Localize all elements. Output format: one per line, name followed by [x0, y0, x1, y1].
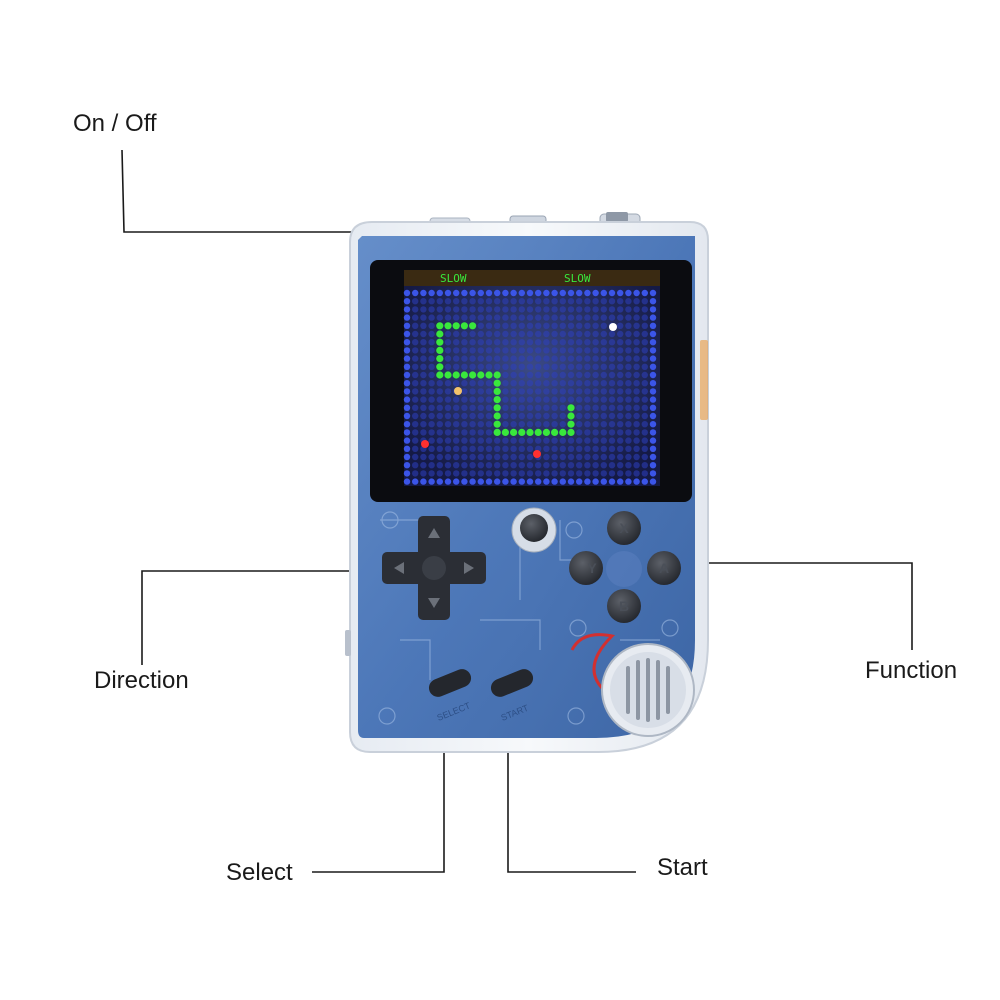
screen-status-bar — [404, 270, 660, 286]
callout-select: Select — [226, 859, 293, 886]
speed-label-right: SLOW — [564, 272, 591, 285]
callout-direction: Direction — [94, 667, 189, 694]
a-button[interactable]: A — [647, 551, 681, 585]
side-volume-button[interactable] — [345, 630, 351, 656]
y-button-label: Y — [587, 560, 597, 576]
side-connector — [700, 340, 708, 420]
b-button-label: B — [619, 598, 629, 614]
dpad-icon[interactable] — [382, 516, 486, 620]
callout-function: Function — [865, 657, 958, 684]
select-button[interactable] — [426, 666, 474, 699]
food-dot — [421, 440, 429, 448]
food-dot — [609, 323, 617, 331]
board-traces — [378, 511, 679, 725]
power-switch-icon[interactable] — [606, 212, 628, 222]
action-button-cluster — [606, 551, 642, 587]
menu-button[interactable] — [511, 507, 557, 553]
a-button-label: A — [659, 560, 669, 576]
speed-label-left: SLOW — [440, 272, 467, 285]
callout-lines — [121, 149, 913, 873]
start-button[interactable] — [488, 666, 536, 699]
food-dot — [454, 387, 462, 395]
game-wall — [403, 289, 657, 485]
b-button[interactable]: B — [607, 589, 641, 623]
callout-start: Start — [657, 854, 708, 881]
food-dot — [533, 450, 541, 458]
snake-sprite — [436, 322, 575, 436]
speaker-grille-icon — [570, 633, 695, 737]
x-button-label: X — [619, 520, 629, 536]
y-button[interactable]: Y — [569, 551, 603, 585]
x-button[interactable]: X — [607, 511, 641, 545]
callout-on-off: On / Off — [73, 110, 157, 137]
